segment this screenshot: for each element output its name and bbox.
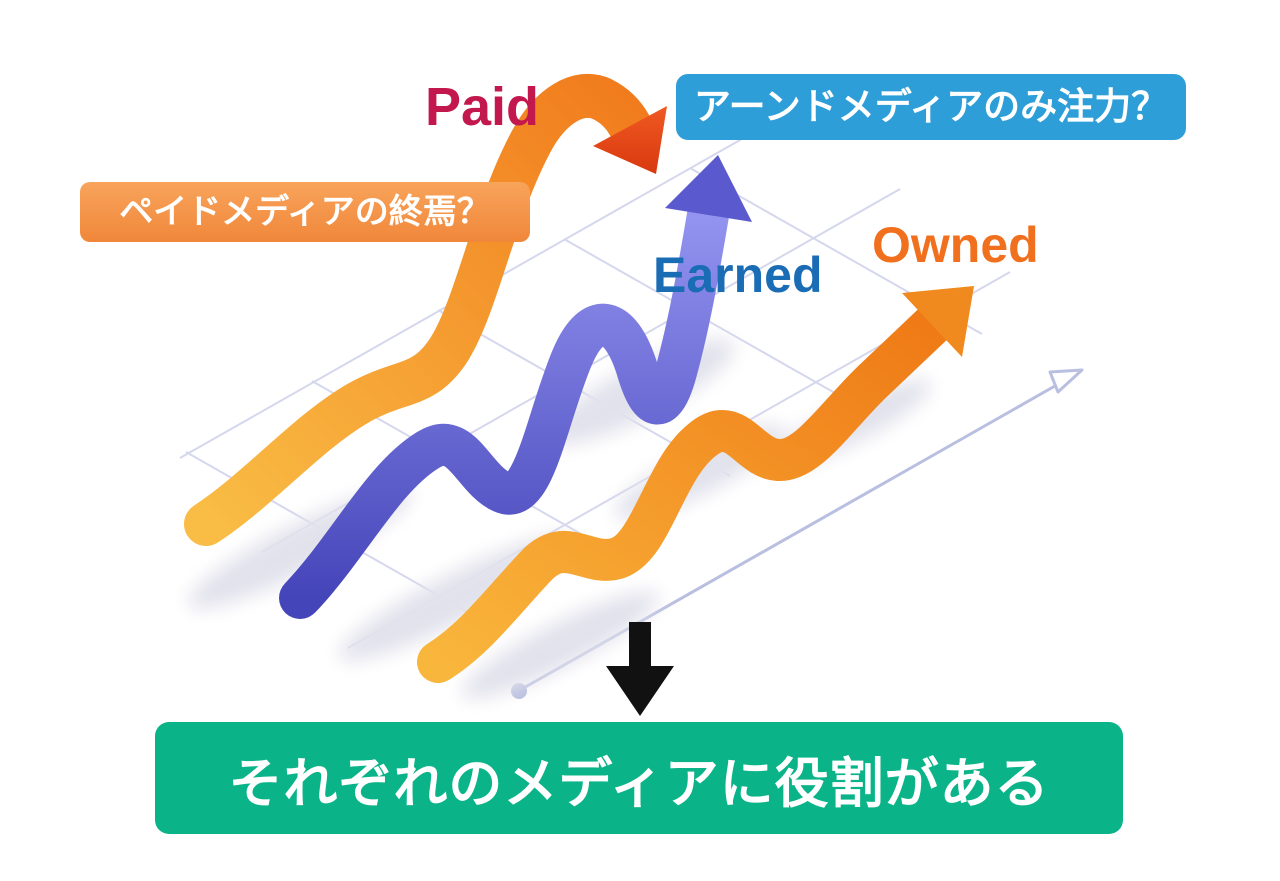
owned-arrowhead-icon bbox=[902, 286, 974, 357]
owned-ribbon bbox=[417, 304, 953, 683]
owned-ribbon-arrow bbox=[417, 286, 974, 683]
down-arrow-icon bbox=[598, 622, 682, 718]
axis-arrowhead bbox=[1048, 368, 1084, 394]
conclusion-text: それぞれのメディアに役割がある bbox=[228, 753, 1050, 814]
earned-callout-badge: アーンドメディアのみ注力？ bbox=[676, 74, 1186, 140]
down-arrow-glyph bbox=[606, 622, 674, 716]
earned-arrowhead-icon bbox=[665, 155, 752, 222]
paid-ribbon bbox=[184, 73, 652, 546]
earned-ribbon-arrow bbox=[279, 155, 752, 619]
grid-line bbox=[563, 238, 857, 406]
owned-series-label: Owned bbox=[872, 217, 1039, 273]
conclusion-banner: それぞれのメディアに役割がある bbox=[155, 722, 1123, 834]
earned-ribbon bbox=[279, 194, 729, 619]
paid-arrowhead-icon bbox=[593, 106, 667, 174]
paid-ribbon-arrow bbox=[184, 73, 667, 546]
paid-callout-badge: ペイドメディアの終焉？ bbox=[80, 182, 530, 242]
paid-series-label: Paid bbox=[425, 77, 540, 137]
earned-series-label: Earned bbox=[653, 247, 823, 303]
